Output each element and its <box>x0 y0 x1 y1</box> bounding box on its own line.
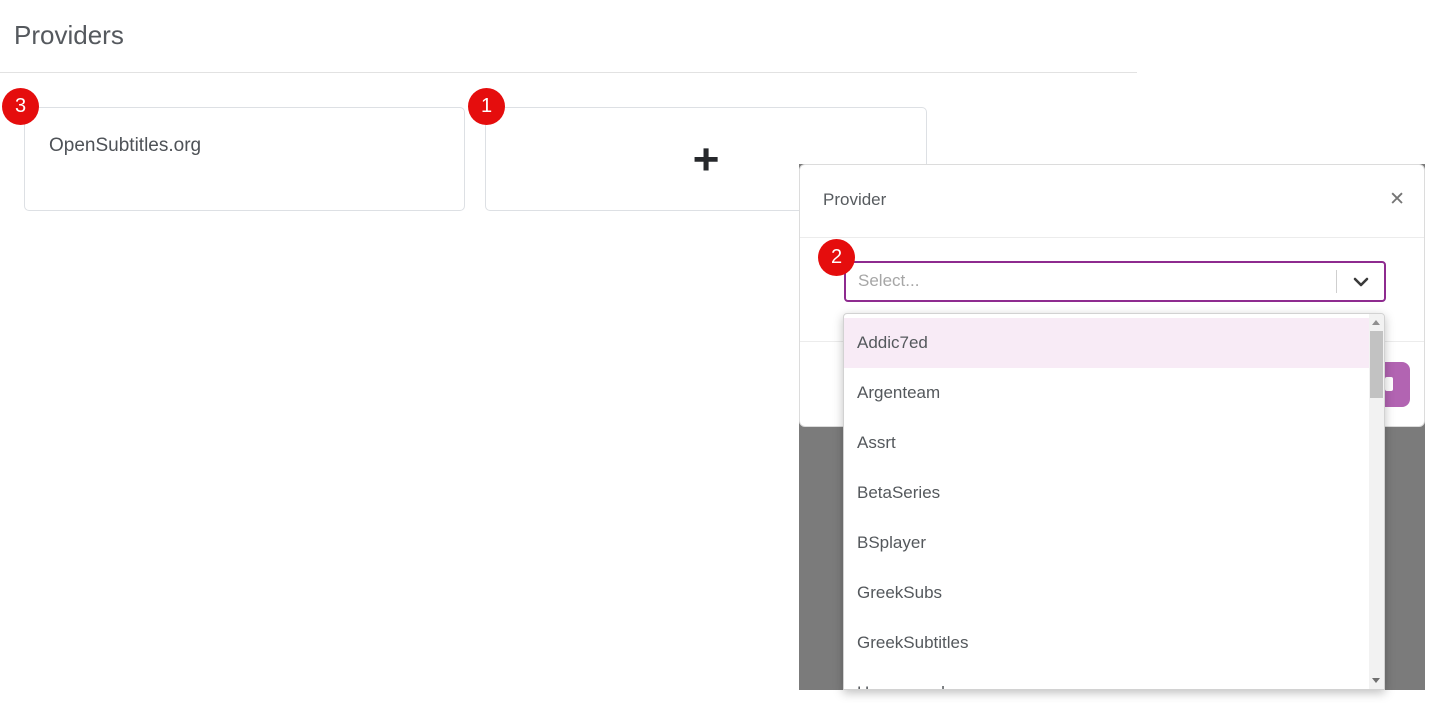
dropdown-option[interactable]: Assrt <box>857 433 896 452</box>
annotation-badge-2: 2 <box>818 239 855 276</box>
provider-dropdown-menu: Addic7ed Argenteam Assrt BetaSeries BSpl… <box>843 313 1385 690</box>
annotation-badge-1: 1 <box>468 88 505 125</box>
modal-header: Provider ✕ <box>800 165 1424 238</box>
provider-card-opensubtitles[interactable]: OpenSubtitles.org <box>24 107 465 211</box>
scroll-down-icon[interactable] <box>1372 678 1380 683</box>
select-placeholder: Select... <box>858 271 920 290</box>
provider-select[interactable]: Select... <box>844 261 1386 302</box>
provider-card-label: OpenSubtitles.org <box>49 135 202 156</box>
plus-icon: + <box>692 134 720 184</box>
dropdown-scrollbar[interactable] <box>1369 314 1384 689</box>
dropdown-option[interactable]: BSplayer <box>857 533 926 552</box>
select-separator <box>1336 270 1337 293</box>
dropdown-option[interactable]: Addic7ed <box>844 318 1384 368</box>
dropdown-option[interactable]: GreekSubs <box>857 583 943 602</box>
dropdown-option[interactable]: BetaSeries <box>857 483 941 502</box>
close-icon[interactable]: ✕ <box>1389 189 1405 210</box>
scroll-up-icon[interactable] <box>1372 320 1380 325</box>
title-divider <box>0 72 1137 73</box>
dropdown-option[interactable]: GreekSubtitles <box>857 633 969 652</box>
modal-title: Provider <box>823 190 887 209</box>
dropdown-option[interactable]: Argenteam <box>857 383 941 402</box>
scrollbar-thumb[interactable] <box>1370 331 1383 398</box>
page-title: Providers <box>14 20 124 50</box>
dropdown-option[interactable]: Hosszupuska <box>844 668 1384 689</box>
chevron-down-icon <box>1338 263 1384 300</box>
save-icon <box>1385 377 1393 391</box>
add-provider-card[interactable]: + <box>485 107 927 211</box>
annotation-badge-3: 3 <box>2 88 39 125</box>
